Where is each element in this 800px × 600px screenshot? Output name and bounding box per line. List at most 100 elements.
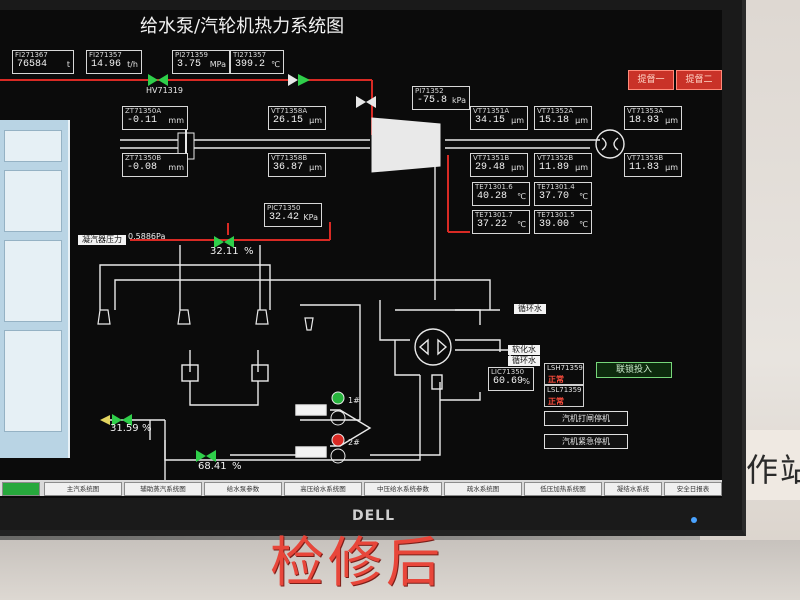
readout-box: FI271367 76584 t: [12, 50, 74, 74]
readout-unit: t/h: [127, 60, 138, 69]
tab-hp-feedwater[interactable]: 高压给水系统图: [284, 482, 362, 496]
pump-circle: [595, 129, 625, 159]
valve-opening-2: 31.59: [110, 423, 139, 434]
readout-box: PI271359 3.75 MPa: [172, 50, 230, 74]
tab-drain[interactable]: 疏水系统图: [444, 482, 522, 496]
turbine-trip-button[interactable]: 汽机打闸停机: [544, 411, 628, 426]
readout-tag: ZT71350A: [125, 107, 162, 115]
readout-tag: ZT71350B: [125, 154, 162, 162]
readout-value: 399.2: [235, 59, 266, 70]
readout-value: 18.93: [629, 115, 660, 126]
readout-box: VT71353A 18.93 μm: [624, 106, 682, 130]
readout-tag: VT71353B: [627, 154, 664, 162]
readout-box: VT71353B 11.83 μm: [624, 153, 682, 177]
readout-unit: mm: [168, 116, 184, 125]
pump-2-label: 2#: [348, 438, 360, 447]
readout-unit: KPa: [303, 213, 318, 222]
status-state: 正常: [548, 397, 564, 406]
nozzle-symbols: [97, 309, 314, 331]
valve-opening-3-unit: %: [232, 461, 242, 472]
readout-box: VT71351B 29.48 μm: [470, 153, 528, 177]
tab-mp-feedwater[interactable]: 中压给水系统参数: [364, 482, 442, 496]
readout-unit: MPa: [209, 60, 226, 69]
readout-value: 26.15: [273, 115, 304, 126]
readout-box: VT71352B 11.89 μm: [534, 153, 592, 177]
readout-value: 37.22: [477, 219, 508, 230]
page-title: 给水泵/汽轮机热力系统图: [140, 16, 345, 37]
panel-block: [4, 330, 62, 432]
readout-unit: mm: [168, 163, 184, 172]
panel-block: [4, 130, 62, 162]
readout-unit: μm: [309, 163, 322, 172]
tab-aux-steam[interactable]: 辅助蒸汽系统图: [124, 482, 202, 496]
readout-unit: ℃: [517, 192, 526, 201]
readout-unit: μm: [511, 116, 524, 125]
readout-tag: TE71301.5: [537, 211, 575, 219]
green-motors: [330, 391, 346, 464]
readout-tag: VT71352A: [537, 107, 574, 115]
readout-box: PIC71350 32.42 KPa: [264, 203, 322, 227]
tab-main-steam[interactable]: 主汽系统图: [44, 482, 122, 496]
readout-value: 39.00: [539, 219, 570, 230]
readout-unit: μm: [309, 116, 322, 125]
readout-box: VT71358B 36.87 μm: [268, 153, 326, 177]
readout-unit: ℃: [579, 220, 588, 229]
readout-tag: TE71301.4: [537, 183, 575, 191]
monitor-screen: 给水泵/汽轮机热力系统图 提督一 提督二: [0, 10, 722, 498]
readout-box: LIC71350 60.69 %: [488, 367, 534, 391]
readout-value: 60.69: [493, 376, 524, 387]
readout-unit: ℃: [271, 60, 280, 69]
pressure-line-label: 0.5886Pa: [128, 232, 166, 241]
condenser-pressure-label: 凝汽器压力: [78, 235, 126, 245]
readout-unit: ℃: [579, 192, 588, 201]
tab-lp-heater[interactable]: 低压加热系统图: [524, 482, 602, 496]
left-mini-panel: [0, 120, 70, 458]
bottom-navigation-bar: 主汽系统图 辅助蒸汽系统图 给水泵参数 高压给水系统图 中压给水系统参数 疏水系…: [0, 480, 722, 496]
readout-unit: μm: [665, 116, 678, 125]
readout-unit: μm: [511, 163, 524, 172]
readout-unit: μm: [575, 163, 588, 172]
heat-exchanger: [414, 328, 452, 390]
readout-box: FI271357 14.96 t/h: [86, 50, 142, 74]
turbine-shape: [177, 117, 441, 173]
readout-box: TE71301.4 37.70 ℃: [534, 182, 592, 206]
pump-1-label: 1#: [348, 396, 360, 405]
readout-tag: LIC71350: [491, 368, 525, 376]
readout-tag: VT71351A: [473, 107, 510, 115]
readout-value: 14.96: [91, 59, 122, 70]
readout-unit: μm: [575, 116, 588, 125]
readout-tag: VT71353A: [627, 107, 664, 115]
panel-block: [4, 170, 62, 232]
status-tag: LSL71359: [547, 386, 582, 394]
supervisor-one-button[interactable]: 提督一: [628, 70, 674, 90]
tab-condensate[interactable]: 凝结水系统: [604, 482, 662, 496]
readout-box: TE71301.5 39.00 ℃: [534, 210, 592, 234]
valve-symbols: [100, 74, 376, 462]
turbine-emergency-stop-button[interactable]: 汽机紧急停机: [544, 434, 628, 449]
readout-value: -0.11: [127, 115, 158, 126]
outlet-softened-water: 软化水: [508, 345, 540, 355]
readout-value: 40.28: [477, 191, 508, 202]
readout-tag: TE71301.6: [475, 183, 513, 191]
readout-box: TI271357 399.2 ℃: [230, 50, 284, 74]
readout-value: 15.18: [539, 115, 570, 126]
monitor-brand-logo: DELL: [352, 508, 396, 524]
tab-safety-report[interactable]: 安全日报表: [664, 482, 722, 496]
readout-box: VT71352A 15.18 μm: [534, 106, 592, 130]
process-diagram: [0, 74, 625, 480]
valve-opening-1: 32.11: [210, 246, 239, 257]
tab-active-current[interactable]: [2, 482, 40, 496]
readout-tag: FI271367: [15, 51, 48, 59]
readout-tag: FI271357: [89, 51, 122, 59]
readout-value: 36.87: [273, 162, 304, 173]
outlet-recirculating-water-2: 循环水: [508, 356, 540, 366]
tab-feed-pump-params[interactable]: 给水泵参数: [204, 482, 282, 496]
readout-unit: %: [522, 377, 530, 386]
readout-tag: PI271359: [175, 51, 209, 59]
readout-value: 37.70: [539, 191, 570, 202]
readout-value: 3.75: [177, 59, 202, 70]
status-state: 正常: [548, 375, 564, 384]
readout-box: VT71351A 34.15 μm: [470, 106, 528, 130]
supervisor-two-button[interactable]: 提督二: [676, 70, 722, 90]
interlock-enable-button[interactable]: 联锁投入: [596, 362, 672, 378]
